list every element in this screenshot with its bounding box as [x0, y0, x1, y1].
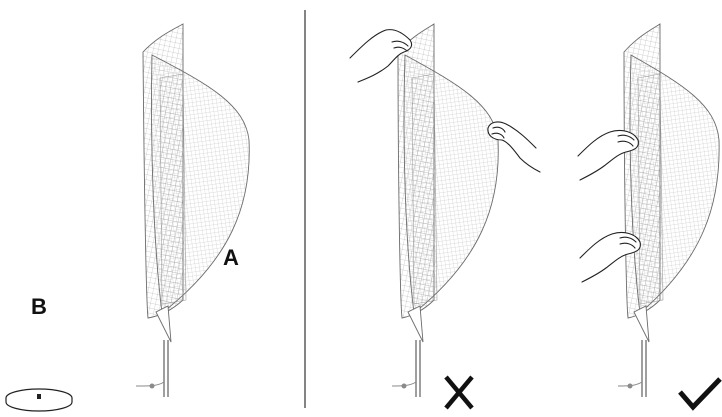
label-part-a: A: [223, 245, 239, 270]
lamp-tip: [156, 306, 171, 342]
lamp-inner-core: [160, 74, 186, 304]
lamp-figure-correct: [618, 24, 719, 397]
cord-switch: [136, 382, 164, 389]
label-part-b: B: [31, 294, 47, 319]
lamp-figure-assembled: [136, 24, 249, 397]
cord-switch: [392, 382, 416, 389]
lamp-base-disc: [6, 389, 72, 411]
cord-switch: [618, 382, 642, 389]
check-icon: [680, 379, 720, 407]
lamp-figure-wrong: [392, 24, 498, 397]
cross-icon: [446, 377, 472, 408]
